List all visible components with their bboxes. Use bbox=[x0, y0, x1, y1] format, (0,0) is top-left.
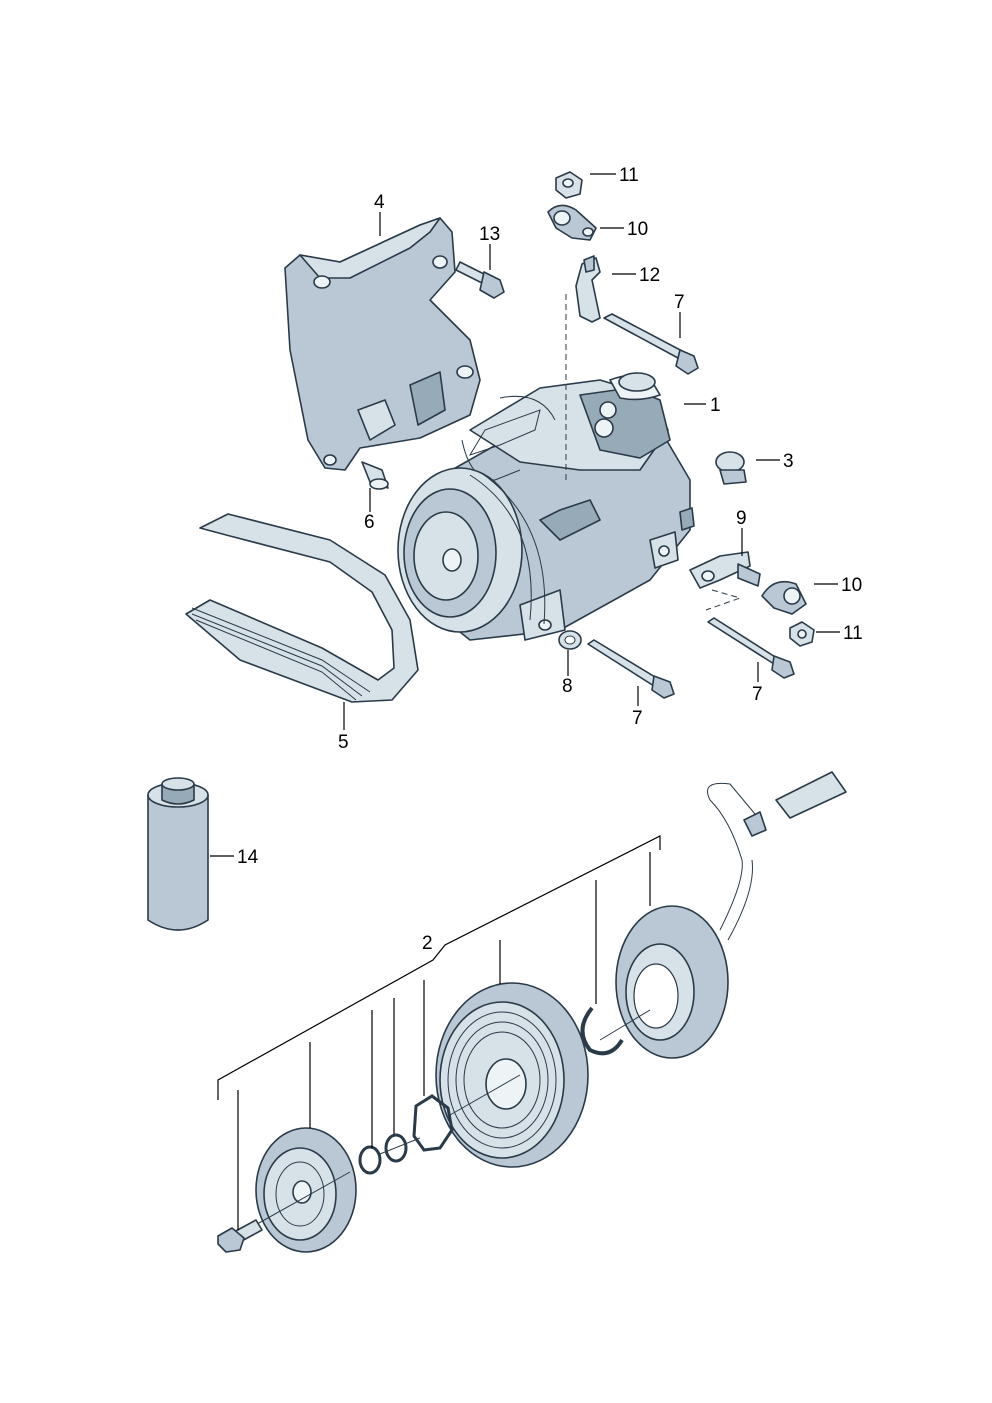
callout-11-upper: 11 bbox=[619, 165, 639, 186]
bolt-part-13 bbox=[455, 261, 505, 299]
bolt-part-7-upper bbox=[603, 313, 699, 375]
holder-part-12 bbox=[575, 255, 601, 323]
bracket-part-9 bbox=[689, 551, 761, 589]
sleeve-part-6 bbox=[361, 461, 389, 490]
clutch-plate bbox=[255, 1127, 357, 1253]
leader-lines bbox=[210, 173, 840, 1230]
callout-3: 3 bbox=[783, 451, 794, 472]
can-part-14 bbox=[147, 777, 209, 931]
nut-part-11-lower bbox=[789, 621, 815, 647]
shims bbox=[358, 1133, 408, 1175]
callout-7-right: 7 bbox=[752, 684, 763, 705]
callout-9: 9 bbox=[736, 508, 747, 529]
callout-6: 6 bbox=[364, 512, 375, 533]
callout-10-lower: 10 bbox=[841, 575, 862, 596]
nut-part-11-upper bbox=[555, 171, 583, 199]
callout-7-center: 7 bbox=[632, 708, 643, 729]
callout-13: 13 bbox=[479, 224, 500, 245]
callout-10-upper: 10 bbox=[627, 219, 648, 240]
washer-part-8 bbox=[558, 630, 582, 650]
callout-1: 1 bbox=[710, 395, 721, 416]
callout-11-lower: 11 bbox=[843, 623, 863, 644]
bushing-part-10-upper bbox=[547, 204, 597, 241]
bushing-part-10-lower bbox=[761, 580, 807, 615]
pulley bbox=[435, 982, 589, 1168]
retaining-ring bbox=[412, 1094, 454, 1152]
callout-14: 14 bbox=[237, 847, 259, 868]
bracket-part-4 bbox=[284, 217, 481, 471]
plug-part-3 bbox=[715, 451, 747, 485]
assembly-axis bbox=[249, 1009, 651, 1229]
callout-2: 2 bbox=[422, 933, 433, 954]
callout-5: 5 bbox=[338, 732, 349, 753]
callout-4: 4 bbox=[374, 192, 385, 213]
bolt-part-7-right bbox=[707, 617, 795, 679]
alignment-dash-9 bbox=[705, 589, 742, 611]
group-bracket-part-2 bbox=[217, 835, 661, 1100]
screw bbox=[217, 1219, 263, 1253]
callout-8: 8 bbox=[562, 676, 573, 697]
field-coil bbox=[615, 771, 847, 1059]
callout-7-upper: 7 bbox=[674, 292, 685, 313]
bolt-part-7-center bbox=[587, 639, 675, 699]
belt-part-5 bbox=[185, 513, 419, 703]
callout-12: 12 bbox=[639, 265, 660, 286]
compressor-front bbox=[397, 467, 546, 633]
circlip bbox=[580, 1006, 624, 1056]
